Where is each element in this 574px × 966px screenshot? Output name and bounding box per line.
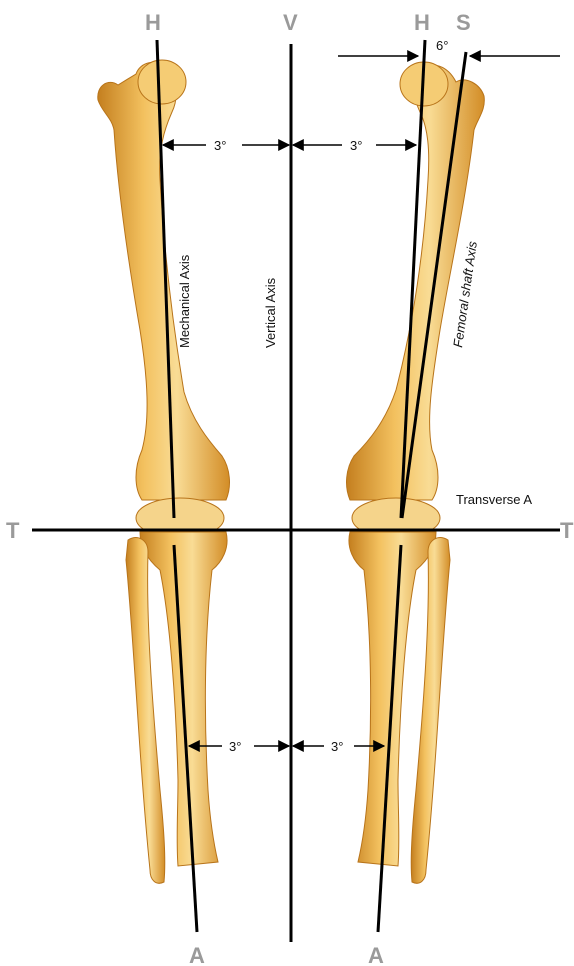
label-t-left: T (6, 518, 20, 543)
vertical-axis-label: Vertical Axis (263, 277, 278, 348)
left-leg-bones (98, 60, 230, 883)
angle-label-upper-right: 3° (350, 138, 362, 153)
right-leg-bones (347, 62, 485, 883)
mechanical-axis-label: Mechanical Axis (177, 254, 192, 348)
label-s: S (456, 10, 471, 35)
left-femur (98, 62, 230, 500)
label-t-right: T (560, 518, 574, 543)
angle-label-lower-right: 3° (331, 739, 343, 754)
label-h-right: H (414, 10, 430, 35)
angle-label-upper-left: 3° (214, 138, 226, 153)
angle-label-lower-left: 3° (229, 739, 241, 754)
angle-arrows (163, 56, 560, 746)
angle-label-6: 6° (436, 38, 448, 53)
label-a-left: A (189, 943, 205, 966)
right-fibula (411, 538, 450, 884)
label-a-right: A (368, 943, 384, 966)
label-v: V (283, 10, 298, 35)
left-femoral-head (138, 60, 186, 104)
transverse-axis-label: Transverse A (456, 492, 532, 507)
left-fibula (126, 538, 165, 884)
label-h-left: H (145, 10, 161, 35)
femoral-shaft-axis-label: Femoral shaft Axis (450, 240, 480, 349)
